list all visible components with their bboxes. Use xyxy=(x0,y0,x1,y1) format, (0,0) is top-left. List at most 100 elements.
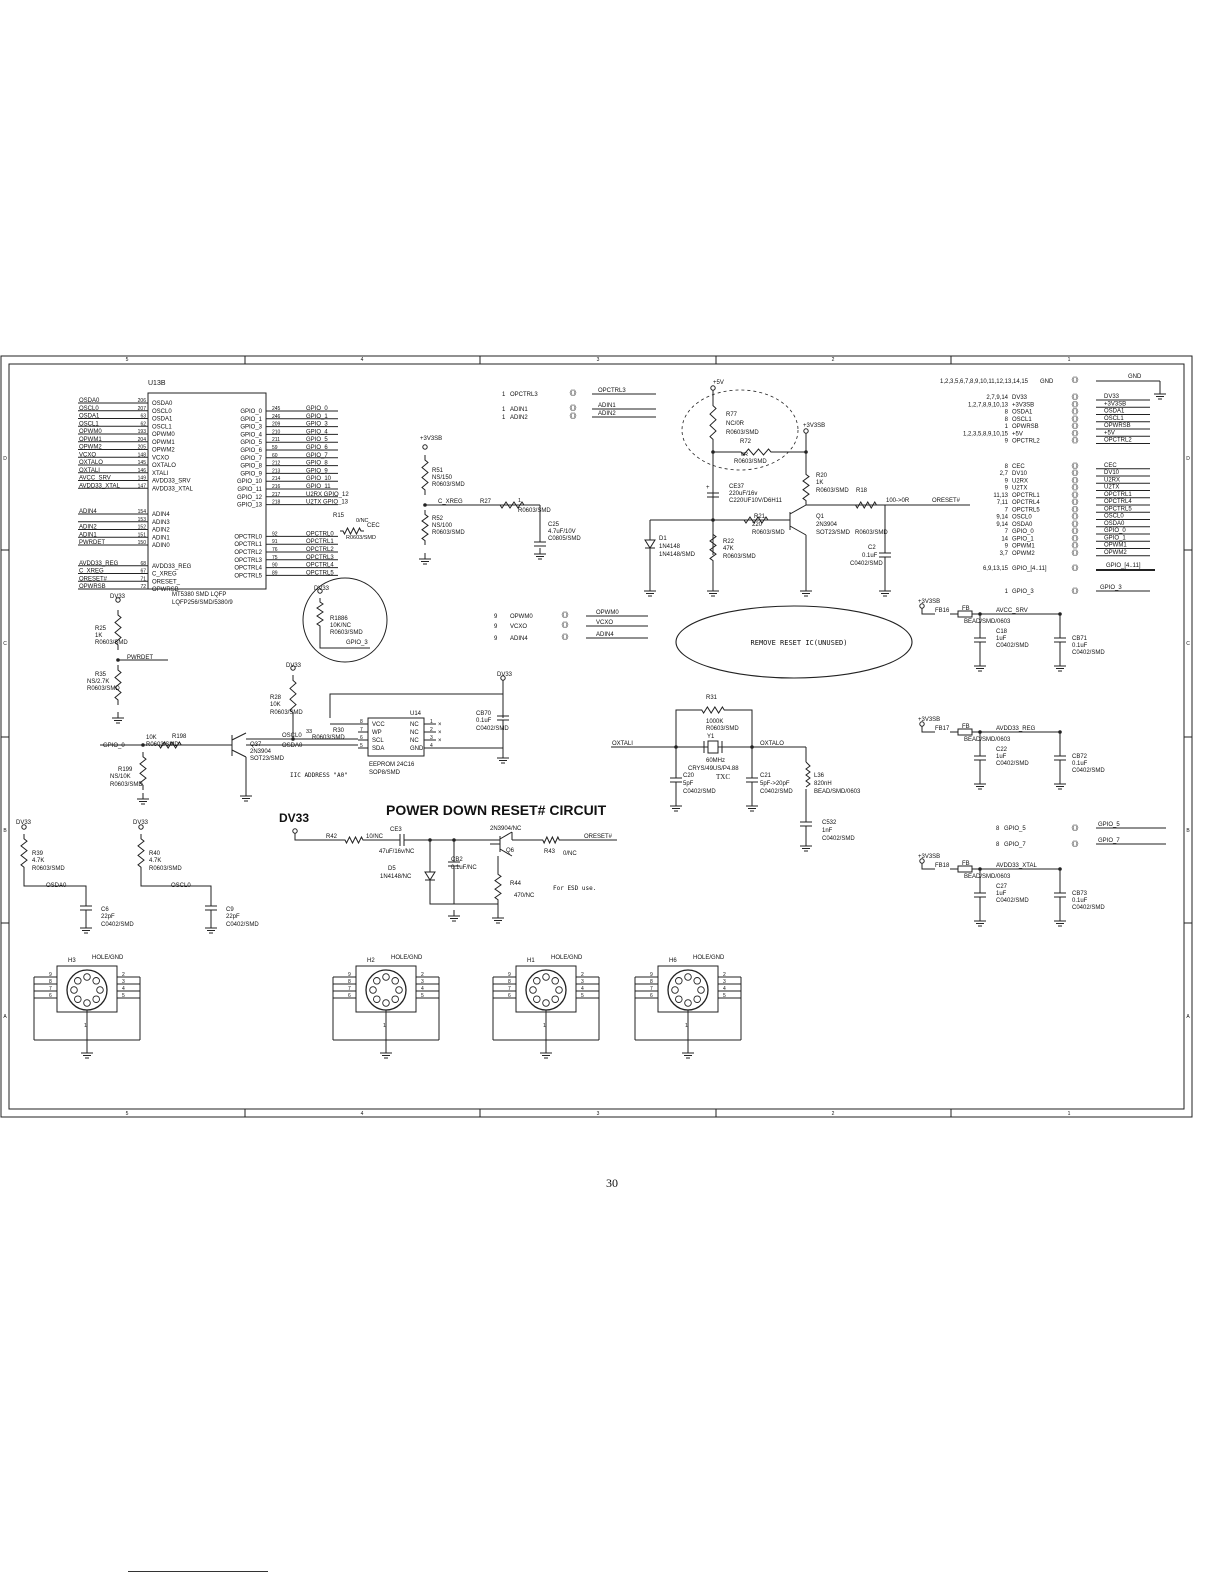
offpage-connector: 《》 xyxy=(1068,393,1082,401)
hole-label: HOLE/GND xyxy=(551,955,583,961)
q37-ref: Q37 xyxy=(250,742,262,748)
u13-left-pin-num: 153 xyxy=(138,517,147,523)
conn-pins: 8 xyxy=(1005,464,1009,470)
r72-value: 0R xyxy=(741,452,748,458)
u13-right-pin-num: 246 xyxy=(272,414,281,420)
nc-mark: × xyxy=(438,722,442,728)
resistor xyxy=(540,835,562,845)
avcc-c2-ref: CB71 xyxy=(1072,636,1088,642)
r22-pkg: R0603/SMD xyxy=(723,554,756,560)
u13-left-net: AVDD33_REG xyxy=(79,561,119,567)
wire xyxy=(675,709,698,747)
page-number: 30 xyxy=(606,1176,618,1190)
r18-ref: R18 xyxy=(856,488,868,494)
d1-value: 1N4148 xyxy=(659,544,681,550)
c532-ref: C532 xyxy=(822,820,837,826)
ground-symbol xyxy=(1054,660,1066,672)
nc-mark: × xyxy=(438,730,442,736)
hole-ref: H6 xyxy=(669,958,677,964)
hole-pin-num: 3 xyxy=(122,979,125,985)
u13-left-net: ORESET# xyxy=(79,576,108,582)
u13-right-pin-num: 216 xyxy=(272,484,281,490)
offpage-connector: 《》 xyxy=(1068,587,1082,595)
avcc-c2-value: 0.1uF xyxy=(1072,643,1088,649)
u13-left-pin-num: 206 xyxy=(138,398,147,404)
r35-ref: R35 xyxy=(95,672,107,678)
conn-pins: 9,14 xyxy=(996,522,1008,528)
hole-pad xyxy=(551,995,559,1003)
ground-symbol xyxy=(800,585,812,597)
resistor xyxy=(114,665,122,705)
u14-pin-name: SDA xyxy=(372,746,384,752)
offpage-connector: 《》 xyxy=(1068,491,1082,499)
frame-col-label: 1 xyxy=(1068,357,1071,363)
u13-right-net: OPCTRL2 xyxy=(306,547,334,553)
u14-pin-name: VCC xyxy=(372,722,385,728)
pullup-net: OSCL0 xyxy=(171,883,191,889)
u13-left-pin-name: AVDD33_SRV xyxy=(152,479,190,485)
resistor xyxy=(736,448,776,456)
conn-line-label: OPCTRL1 xyxy=(1104,492,1132,498)
hole-pin-num: 1 xyxy=(383,1023,386,1029)
u13-left-pin-name: OXTALO xyxy=(152,463,176,469)
ground-symbol xyxy=(707,585,719,597)
offpage-connector: 《》 xyxy=(1068,840,1082,848)
offpage-connector: 《》 xyxy=(1068,564,1082,572)
u14-pin-num: 7 xyxy=(360,727,363,733)
u13-left-pin-name: OSDA1 xyxy=(152,417,173,423)
frame-row-label: D xyxy=(1186,456,1190,462)
offpage-connector: 《》 xyxy=(1068,513,1082,521)
hole-pin-num: 2 xyxy=(723,972,726,978)
offpage-connector: 《》 xyxy=(1068,542,1082,550)
u13-right-pin-num: 91 xyxy=(272,539,278,545)
supply-terminal xyxy=(710,385,716,391)
hole-pin-num: 1 xyxy=(685,1023,688,1029)
hole-pin-num: 2 xyxy=(421,972,424,978)
q37-collector xyxy=(231,732,247,741)
hole-pin-num: 7 xyxy=(348,986,351,992)
r28-pkg: R0603/SMD xyxy=(270,710,303,716)
r42-value: 10/NC xyxy=(366,834,384,840)
hole-ref: H1 xyxy=(527,958,535,964)
conn-pins: 1,2,7,8,9,10,13 xyxy=(968,402,1009,408)
r52-value: NS/100 xyxy=(432,523,453,529)
r77-value: NC/0R xyxy=(726,421,745,427)
frame-col-label: 5 xyxy=(126,357,129,363)
r44-ref: R44 xyxy=(510,881,522,887)
conn-line-label: OPWM2 xyxy=(1104,550,1127,556)
conn-line-label: DV10 xyxy=(1104,470,1120,476)
r25-ref: R25 xyxy=(95,626,107,632)
u13-right-pin-name: OPCTRL1 xyxy=(234,542,262,548)
eeprom-scl-net: OSCL0 xyxy=(282,733,302,739)
hole-pin-num: 4 xyxy=(122,986,125,992)
u13-left-pin-name: OPWM0 xyxy=(152,432,175,438)
u13-left-pin-num: 150 xyxy=(138,540,147,546)
u13-right-net: GPIO_11 xyxy=(306,484,331,490)
u13-right-pin-name: OPCTRL4 xyxy=(234,566,262,572)
remove-reset-ellipse xyxy=(675,605,913,679)
wire xyxy=(921,608,935,615)
cb2-ref: CB2 xyxy=(451,857,463,863)
r20-pkg: R0603/SMD xyxy=(816,488,849,494)
hole-pin-num: 3 xyxy=(581,979,584,985)
u13-part: LQFP256/SMD/5380/9 xyxy=(172,600,233,606)
u13-right-net: OPCTRL4 xyxy=(306,563,334,569)
hole-pad xyxy=(382,973,390,981)
u13-left-pin-name: XTALI xyxy=(152,471,169,477)
r1886-ref: R1886 xyxy=(330,616,348,622)
ce37-ref: CE37 xyxy=(729,484,745,490)
hole-pad xyxy=(533,995,541,1003)
cb70-ref: CB70 xyxy=(476,711,492,717)
conn-net: DV10 xyxy=(1012,471,1028,477)
resistor xyxy=(494,870,502,904)
hole-pin-num: 1 xyxy=(84,1023,87,1029)
hole-pad xyxy=(551,977,559,985)
u13-right-pin-num: 76 xyxy=(272,547,278,553)
r51-pkg: R0603/SMD xyxy=(432,482,465,488)
hole-pad xyxy=(675,995,683,1003)
hole-ring xyxy=(525,969,567,1011)
u13-left-pin-name: ADIN3 xyxy=(152,520,170,526)
c532-value: 1nF xyxy=(822,828,833,834)
q1-value: 2N3904 xyxy=(816,522,838,528)
q37-value: 2N3904 xyxy=(250,749,272,755)
